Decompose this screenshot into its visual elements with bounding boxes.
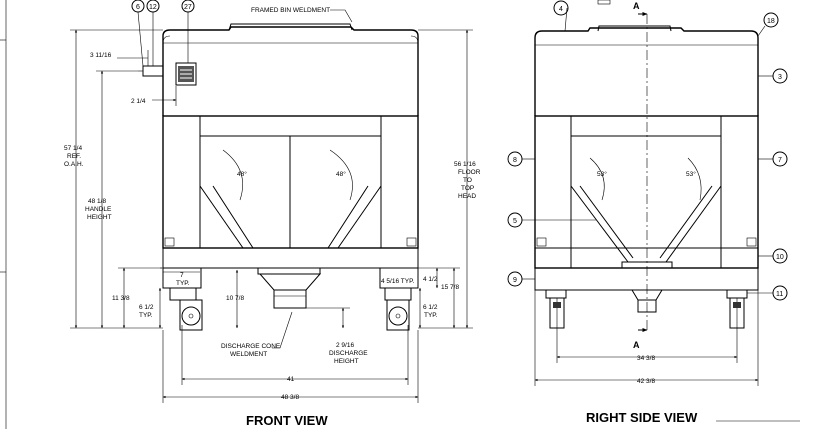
dim-oah-2: REF.	[67, 153, 81, 160]
dim-2-1-4: 2 1/4	[131, 98, 146, 105]
side-dimension-lines: 34 3/8 42 3/8 53° 53°	[522, 7, 773, 386]
balloon-4: 4	[553, 0, 569, 16]
balloon-10: 10	[772, 248, 788, 264]
dim-7: 7	[180, 272, 184, 279]
sheet-border	[0, 0, 7, 429]
front-balloons: 6 12 27	[131, 0, 195, 13]
svg-text:27: 27	[184, 4, 192, 11]
dim-handle-2: HANDLE	[85, 206, 112, 213]
dim-6-1-2-right: 6 1/2	[423, 304, 438, 311]
dim-oah-3: O.A.H.	[64, 161, 84, 168]
side-view-title: RIGHT SIDE VIEW	[586, 410, 698, 425]
dim-2-9-16-1: 2 9/16	[336, 342, 354, 349]
dim-6-1-2-right-typ: TYP.	[424, 312, 438, 319]
front-angle-left: 48°	[237, 170, 247, 178]
svg-text:6: 6	[136, 4, 140, 11]
dim-48-3-8: 48 3/8	[281, 394, 299, 401]
front-discharge-note-2: WELDMENT	[230, 351, 267, 358]
dim-42-3-8: 42 3/8	[637, 378, 655, 385]
front-discharge-note-1: DISCHARGE CONE	[221, 343, 281, 350]
svg-text:18: 18	[767, 18, 775, 25]
front-caster-right	[379, 267, 419, 331]
balloon-5: 5	[507, 212, 523, 228]
dim-floor-3: TO	[463, 177, 472, 184]
svg-text:9: 9	[513, 277, 517, 284]
dim-34-3-8: 34 3/8	[637, 355, 655, 362]
section-label-top: A	[633, 1, 640, 11]
front-view: FRAMED BIN WELDMENT 3 11/16 2 1/4 57 1/4…	[64, 0, 481, 428]
section-label-bottom: A	[633, 340, 640, 350]
svg-text:11: 11	[776, 291, 783, 298]
side-frame	[534, 115, 759, 269]
front-lid	[228, 23, 353, 31]
section-line-a: A A	[633, 1, 648, 350]
dim-floor-5: HEAD	[458, 193, 476, 200]
dim-floor-1: 56 1/16	[454, 161, 476, 168]
balloon-9: 9	[507, 271, 523, 287]
balloon-7: 7	[772, 151, 788, 167]
svg-text:8: 8	[513, 157, 517, 164]
dim-3-11-16: 3 11/16	[90, 52, 112, 59]
side-angle-right: 53°	[686, 170, 696, 178]
svg-text:5: 5	[513, 218, 517, 225]
dim-4-1-2: 4 1/2	[423, 276, 438, 283]
dim-2-9-16-3: HEIGHT	[334, 358, 359, 365]
dim-11-3-8: 11 3/8	[112, 295, 130, 302]
dim-15-7-8: 15 7/8	[441, 284, 459, 291]
balloon-6: 6	[131, 0, 145, 13]
dim-41: 41	[287, 376, 295, 383]
svg-text:10: 10	[776, 254, 784, 261]
svg-text:3: 3	[778, 74, 782, 81]
front-angle-right: 48°	[336, 170, 346, 178]
dim-7-typ: TYP.	[176, 280, 190, 287]
front-dimension-lines: FRAMED BIN WELDMENT 3 11/16 2 1/4 57 1/4…	[64, 7, 481, 403]
front-discharge-cone	[257, 267, 322, 309]
side-view: A A 34 3/8 42 3/8 53° 53°	[507, 0, 800, 425]
balloon-12: 12	[146, 0, 160, 13]
front-bin-top-outline	[162, 26, 419, 116]
balloon-27: 27	[181, 0, 195, 13]
front-handle	[138, 62, 197, 86]
side-bin-top-outline	[534, 27, 759, 116]
side-caster-right	[726, 289, 748, 329]
dim-oah-1: 57 1/4	[64, 145, 82, 152]
balloon-8: 8	[507, 151, 523, 167]
dim-4-5-16: 4 5/16 TYP.	[381, 278, 415, 285]
dim-handle-3: HEIGHT	[87, 214, 112, 221]
side-caster-left	[545, 289, 567, 329]
svg-text:7: 7	[778, 157, 782, 164]
dim-floor-4: TOP	[461, 185, 474, 192]
dim-6-1-2-left: 6 1/2	[139, 304, 154, 311]
dim-floor-2: FLOOR	[458, 169, 481, 176]
balloon-18: 18	[763, 12, 779, 28]
dim-6-1-2-left-typ: TYP.	[139, 312, 153, 319]
dim-2-9-16-2: DISCHARGE	[329, 350, 368, 357]
front-view-title: FRONT VIEW	[246, 413, 328, 428]
dim-10-7-8: 10 7/8	[226, 295, 244, 302]
balloon-11: 11	[772, 285, 788, 301]
svg-text:12: 12	[149, 4, 157, 11]
svg-text:4: 4	[559, 6, 563, 13]
front-caster-left	[162, 267, 203, 331]
dim-handle-1: 48 1/8	[88, 198, 106, 205]
front-framed-bin-note: FRAMED BIN WELDMENT	[251, 7, 330, 14]
side-balloons: 4 18 3 8 7 5 1	[507, 0, 788, 301]
side-angle-left: 53°	[597, 170, 607, 178]
balloon-3: 3	[772, 68, 788, 84]
